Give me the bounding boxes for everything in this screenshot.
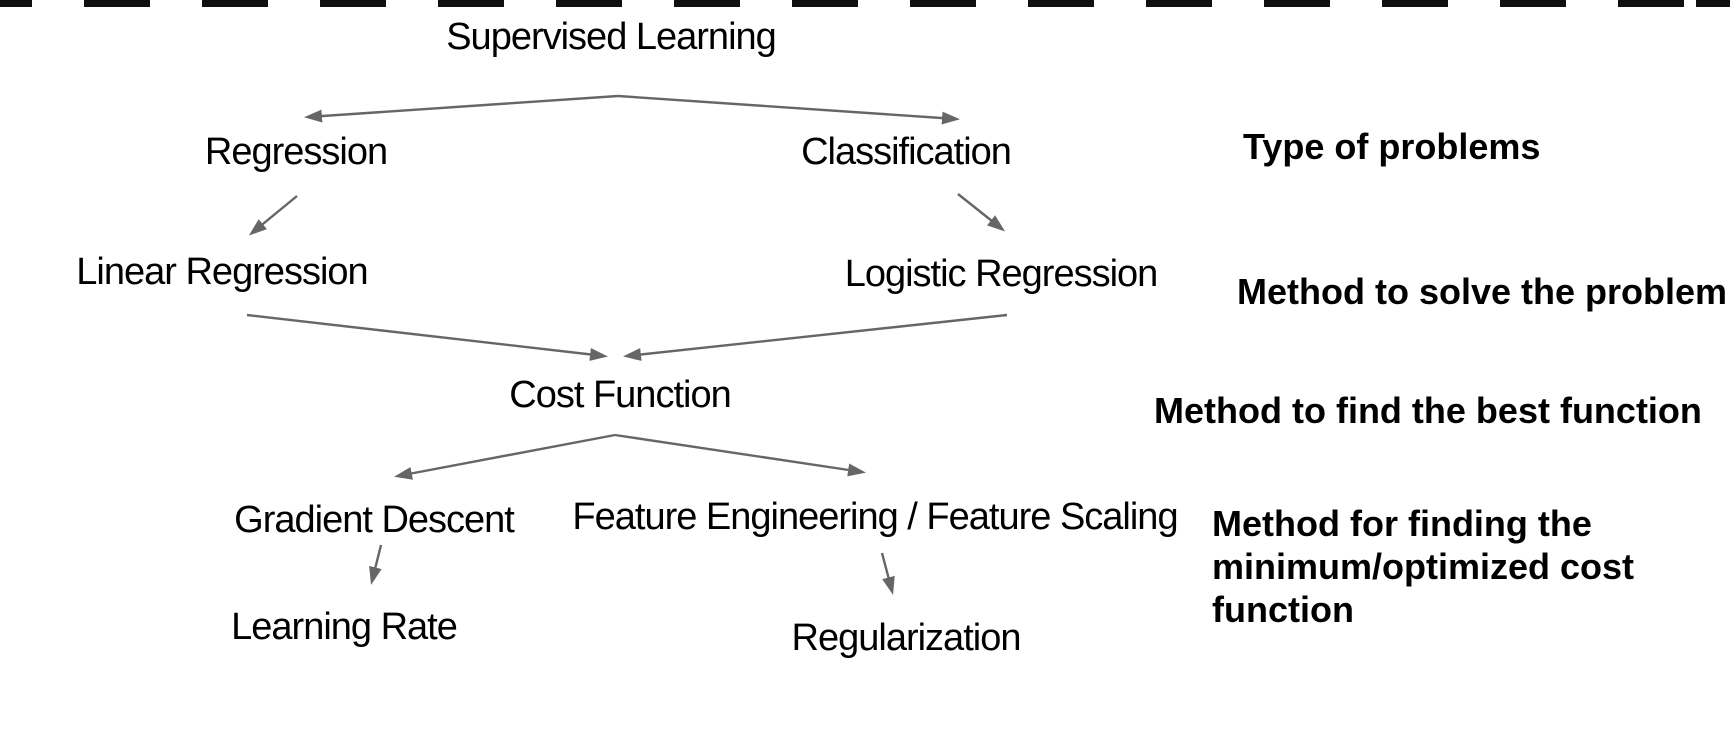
annotation-method-for-minimum-line2: minimum/optimized cost [1212,546,1635,587]
annotation-method-to-solve: Method to solve the problem [1237,271,1728,312]
arrow-regression-to-linear [248,195,298,236]
node-feature-engineering: Feature Engineering / Feature Scaling [572,496,1178,538]
node-linear-regression: Linear Regression [76,251,368,293]
node-gradient-descent: Gradient Descent [234,499,515,541]
annotation-method-for-minimum-line1: Method for finding the [1212,503,1592,544]
node-cost-function: Cost Function [509,374,731,416]
arrow-cost-to-gradient-descent [394,433,616,480]
arrow-cost-to-feature-engineering [614,433,866,477]
node-supervised-learning: Supervised Learning [446,16,777,58]
annotation-method-to-find: Method to find the best function [1154,390,1702,431]
arrow-supervised-to-regression [304,94,619,123]
node-learning-rate: Learning Rate [231,606,458,648]
arrow-linear-to-cost-function [246,313,608,361]
annotation-method-for-minimum-line3: function [1212,589,1354,630]
annotation-type-of-problems: Type of problems [1243,126,1541,167]
arrow-gradient-to-learning-rate [369,544,383,585]
node-regression: Regression [204,131,388,173]
arrow-logistic-to-cost-function [623,313,1008,361]
node-regularization: Regularization [791,617,1022,659]
node-classification: Classification [801,131,1012,173]
arrow-supervised-to-classification [617,94,960,125]
dashed-top-border [0,0,1730,7]
annotation-method-for-minimum: Method for finding the minimum/optimized… [1212,502,1634,631]
arrow-feature-to-regularization [880,552,895,595]
node-logistic-regression: Logistic Regression [844,253,1159,295]
arrow-classification-to-logistic [957,193,1006,232]
